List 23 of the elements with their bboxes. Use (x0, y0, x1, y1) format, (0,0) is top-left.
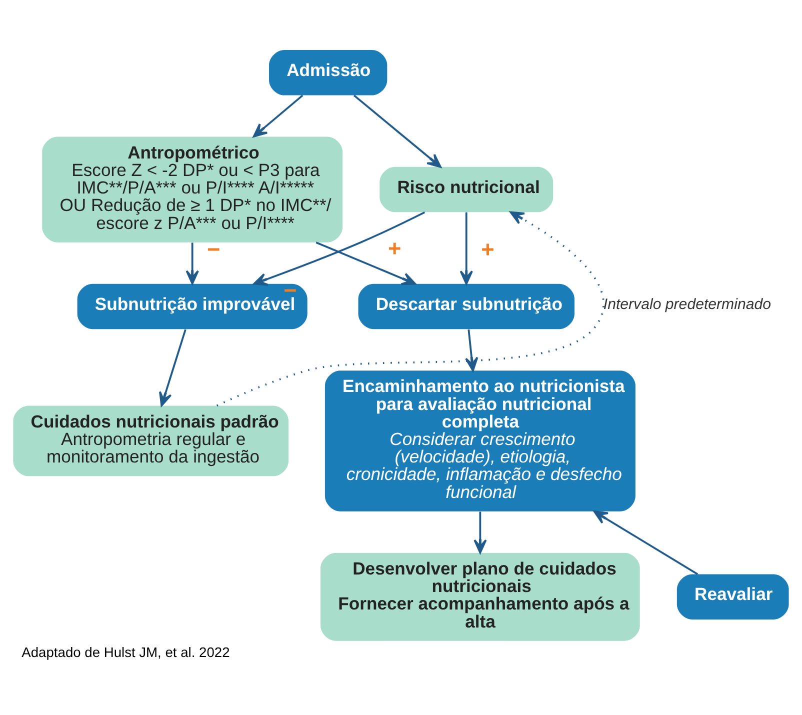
node-box: Reavaliar (676, 574, 789, 619)
caption: Adaptado de Hulst JM, et al. 2022 (22, 643, 230, 660)
arrow (593, 510, 698, 574)
arrow (253, 210, 426, 286)
arrow (354, 94, 442, 168)
node-box: Cuidados nutricionais padrão Antropometria regular e monitoramento da ingestão (13, 405, 288, 476)
arrow (252, 94, 304, 137)
arrow (316, 241, 416, 285)
arrow (460, 212, 473, 284)
node-box: Desenvolver plano de cuidados nutricionais Fornecer acompanhamento após a alta (320, 552, 640, 640)
arrow (159, 328, 186, 406)
node-box: Admissão (269, 50, 388, 95)
arrow (216, 210, 604, 406)
arrow (474, 511, 487, 554)
node-box: Antropométrico Escore Z < -2 DP* ou < P3 para IMC**/P/A*** ou P/I**** A/I***** OU Redução de ≥ 1 DP* no IMC**/ escore z P/A*** ou P/I**** (42, 136, 343, 242)
node-box: Encaminhamento ao nutricionista para avaliação nutricional completa Considerar crescimento (velocidade), etiologia, cronicidade, inflamação e desfecho funcional (324, 370, 636, 511)
arrow (186, 242, 199, 284)
edge-label: Intervalo predeterminado (603, 296, 772, 313)
node-box: Descartar subnutrição (358, 283, 574, 329)
edge-label: + (388, 236, 402, 261)
node-box: Risco nutricional (380, 166, 554, 212)
arrow (465, 328, 478, 371)
edge-label: + (481, 236, 494, 262)
